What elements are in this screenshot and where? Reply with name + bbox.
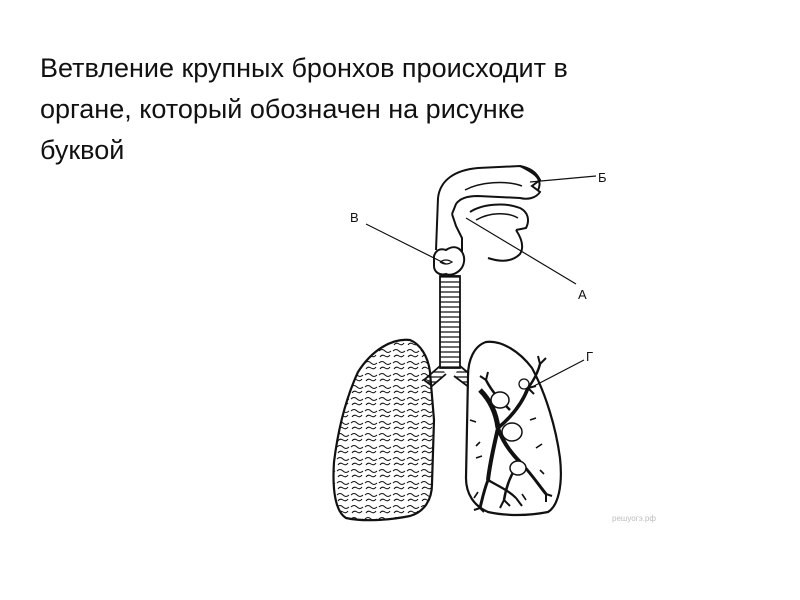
watermark: решуогэ.рф <box>612 514 656 523</box>
left-lung <box>332 338 436 522</box>
pointer-line-g <box>533 359 585 387</box>
pointer-line-v <box>365 223 447 265</box>
bronchial-tree <box>469 355 553 513</box>
larynx <box>433 197 466 276</box>
question-text: Ветвление крупных бронхов происходит в о… <box>40 48 760 171</box>
question-line-2: органе, который обозначен на рисунке <box>40 94 525 124</box>
oral-cavity <box>469 203 529 262</box>
pointer-line-a <box>465 217 577 285</box>
question-line-3: буквой <box>40 135 125 165</box>
label-g: Г <box>586 349 593 364</box>
question-line-1: Ветвление крупных бронхов происходит в <box>40 53 568 83</box>
label-b: Б <box>598 170 607 185</box>
nasal-cavity <box>437 164 542 215</box>
trachea <box>439 275 461 369</box>
pointer-lines <box>365 175 597 387</box>
label-a: А <box>578 287 587 302</box>
label-v: В <box>350 210 359 225</box>
pointer-line-b <box>529 175 597 183</box>
